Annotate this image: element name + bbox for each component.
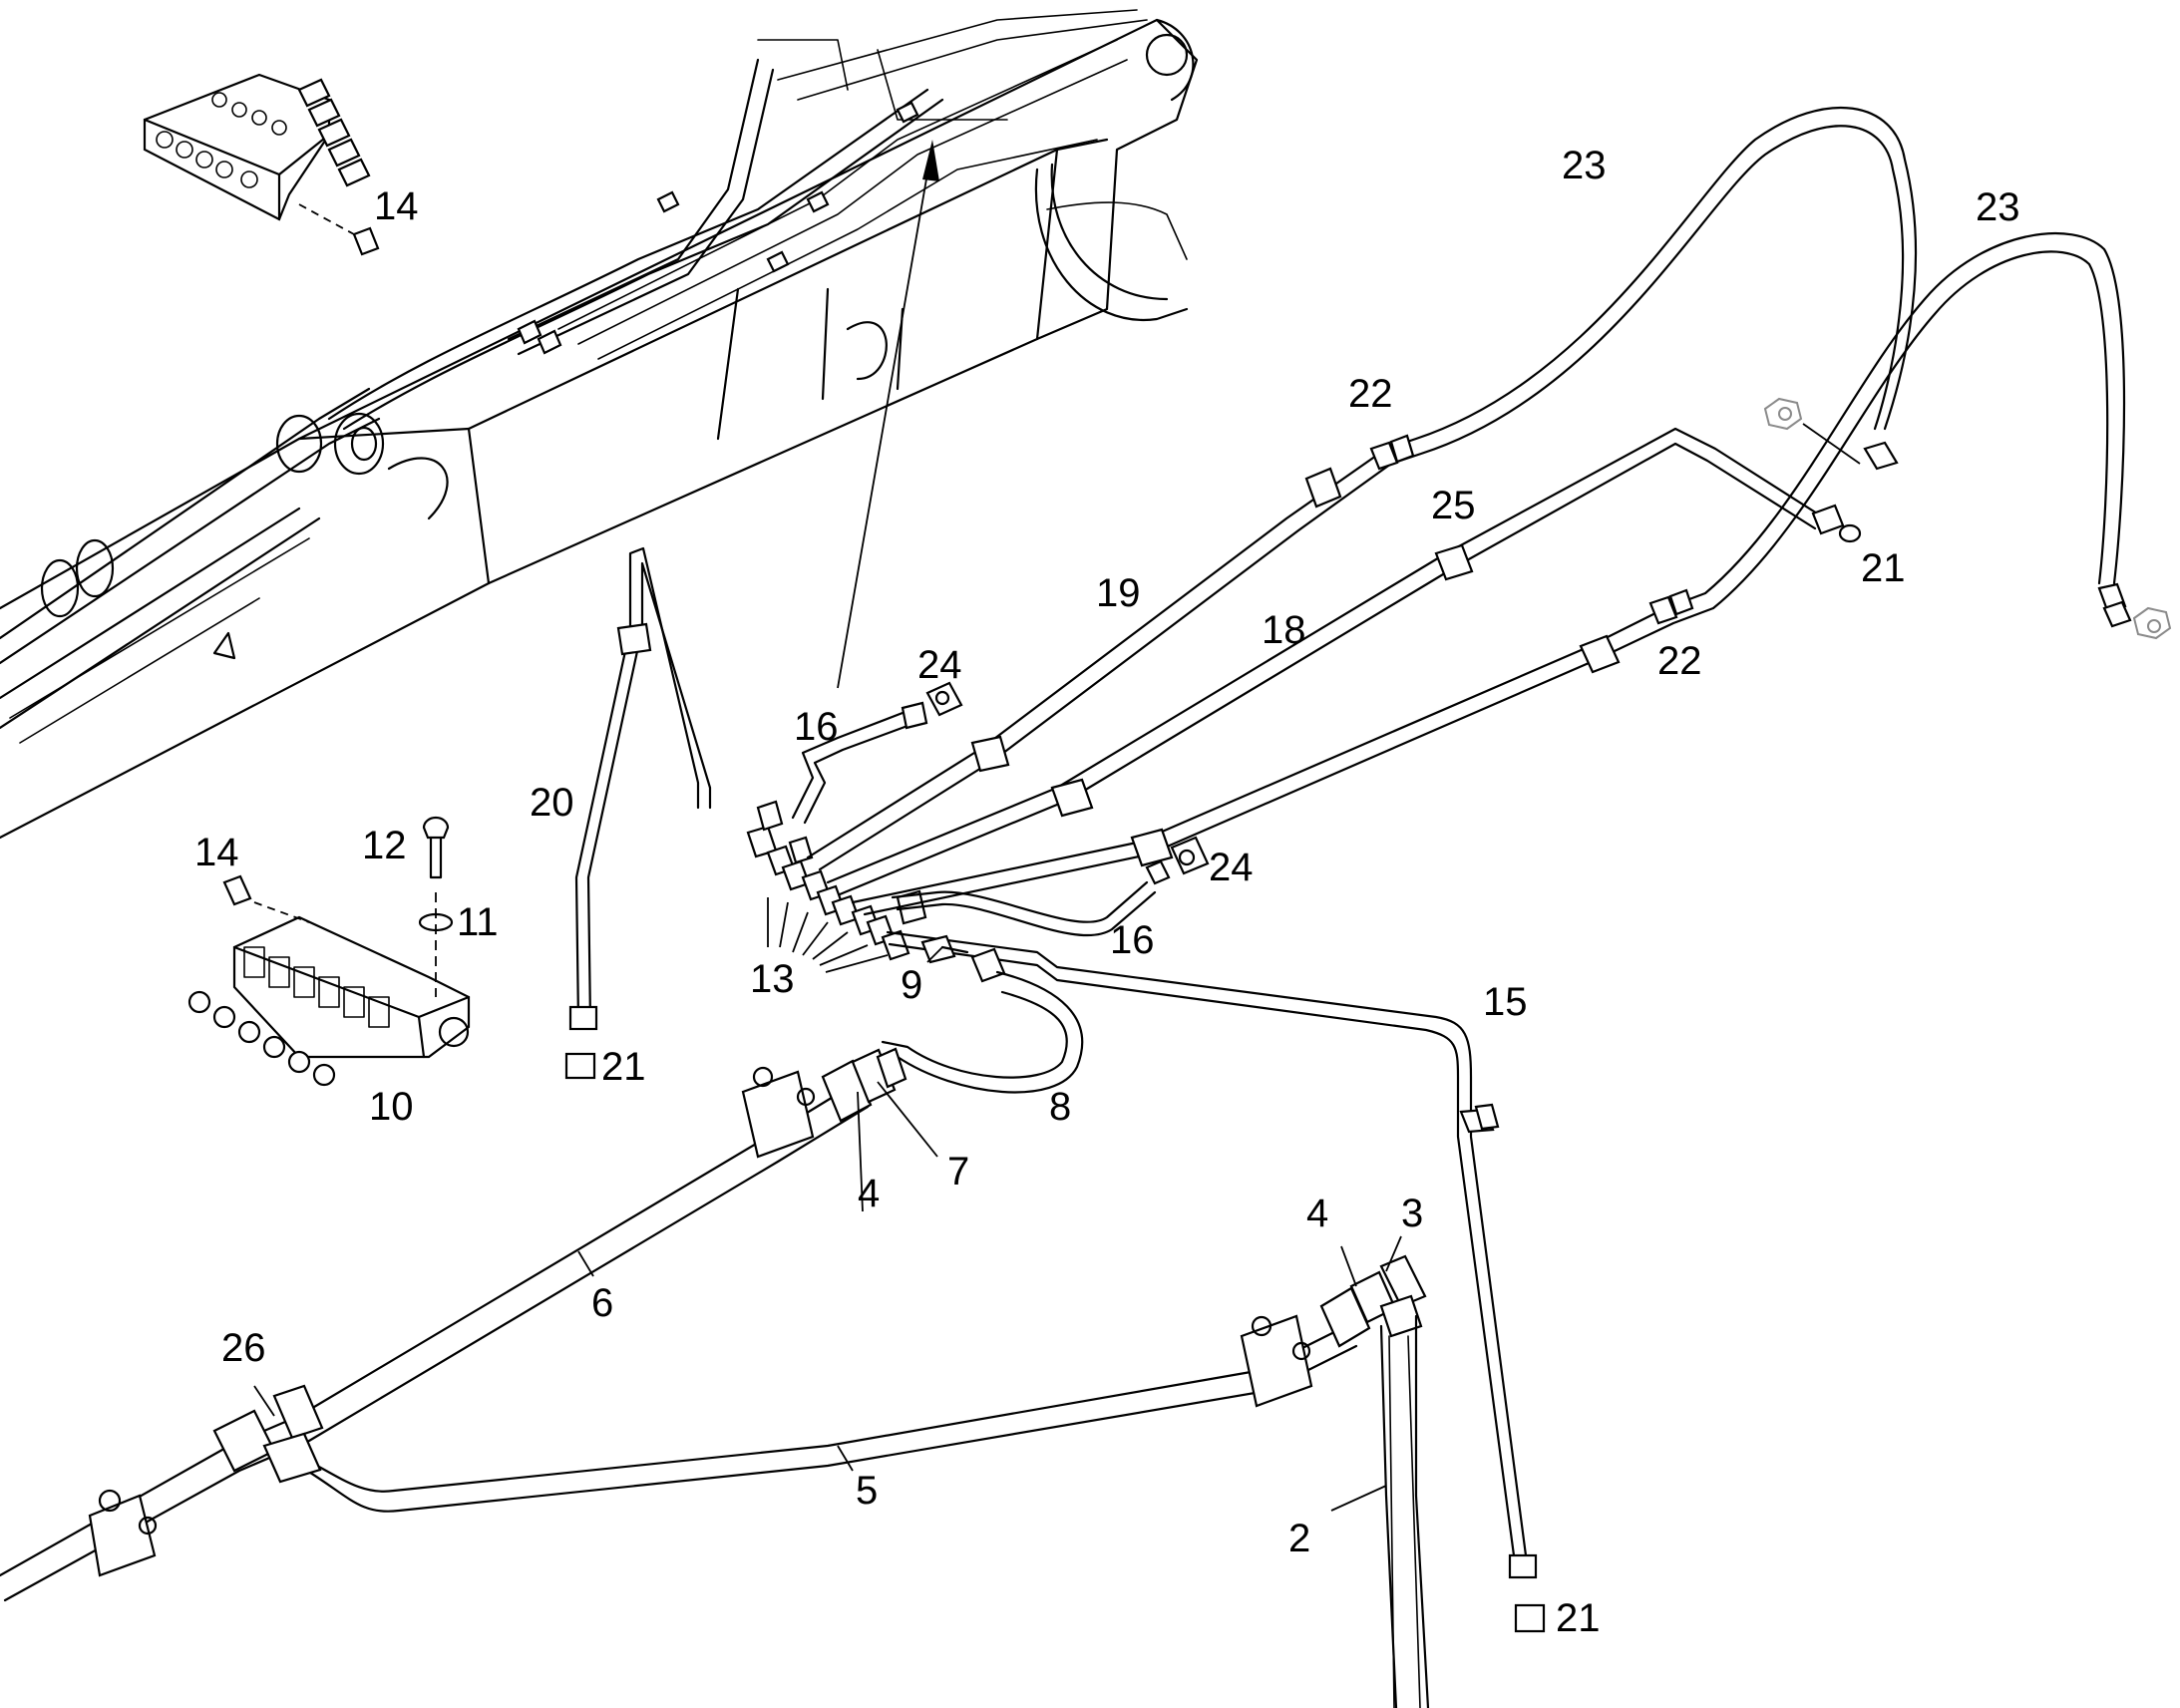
callout-9: 9 xyxy=(901,963,922,1007)
pipe-19 xyxy=(806,107,1917,871)
callout-26: 26 xyxy=(221,1326,266,1370)
fittings-cluster-13 xyxy=(746,800,927,973)
callout-23b: 23 xyxy=(1976,185,2020,229)
callout-11: 11 xyxy=(457,900,499,944)
callout-8: 8 xyxy=(1049,1085,1071,1129)
callout-22b: 22 xyxy=(1657,639,1702,683)
callout-labels: 2 3 4 4 5 6 7 8 9 10 11 12 13 14 14 15 1… xyxy=(194,144,2020,1640)
callout-19: 19 xyxy=(1096,571,1141,615)
callout-15: 15 xyxy=(1483,980,1528,1024)
callout-20: 20 xyxy=(530,781,574,825)
callout-13: 13 xyxy=(750,957,795,1001)
callout-7: 7 xyxy=(947,1150,969,1194)
pipe-18 xyxy=(826,427,1862,896)
callout-21b: 21 xyxy=(1556,1596,1601,1640)
callout-23: 23 xyxy=(1562,144,1607,187)
pipe-22-lower xyxy=(851,232,2132,916)
pipe-20 xyxy=(564,546,712,1080)
callout-10: 10 xyxy=(369,1085,414,1129)
callout-4: 4 xyxy=(858,1172,880,1215)
boom-arm xyxy=(0,9,1199,840)
valve-block-10 xyxy=(187,816,471,1087)
callout-16: 16 xyxy=(794,705,839,749)
reference-arrow xyxy=(837,140,939,689)
callout-24b: 24 xyxy=(1209,846,1254,889)
pipe-15 xyxy=(886,930,1546,1633)
callout-16b: 16 xyxy=(1110,918,1155,962)
hose-16-upper xyxy=(791,681,963,825)
callout-6: 6 xyxy=(591,1281,613,1325)
pipe-assembly-lower xyxy=(0,1047,1430,1708)
callout-18: 18 xyxy=(1262,608,1306,652)
callout-21: 21 xyxy=(601,1045,646,1089)
hose-16-lower xyxy=(891,836,1210,937)
callout-22: 22 xyxy=(1348,372,1393,416)
gray-caps xyxy=(1763,397,2172,640)
callout-leaders xyxy=(253,946,1402,1512)
callout-5: 5 xyxy=(856,1469,878,1513)
callout-12: 12 xyxy=(362,824,407,867)
callout-14b: 14 xyxy=(194,831,239,874)
valve-block-top xyxy=(143,73,380,256)
callout-3: 3 xyxy=(1401,1192,1423,1235)
hose-8-fitting-9 xyxy=(876,934,1084,1094)
callout-2: 2 xyxy=(1288,1517,1310,1560)
callout-25: 25 xyxy=(1431,484,1476,527)
callout-14: 14 xyxy=(374,184,419,228)
callout-24: 24 xyxy=(917,643,962,687)
callout-4b: 4 xyxy=(1306,1192,1328,1235)
callout-21c: 21 xyxy=(1861,546,1906,590)
